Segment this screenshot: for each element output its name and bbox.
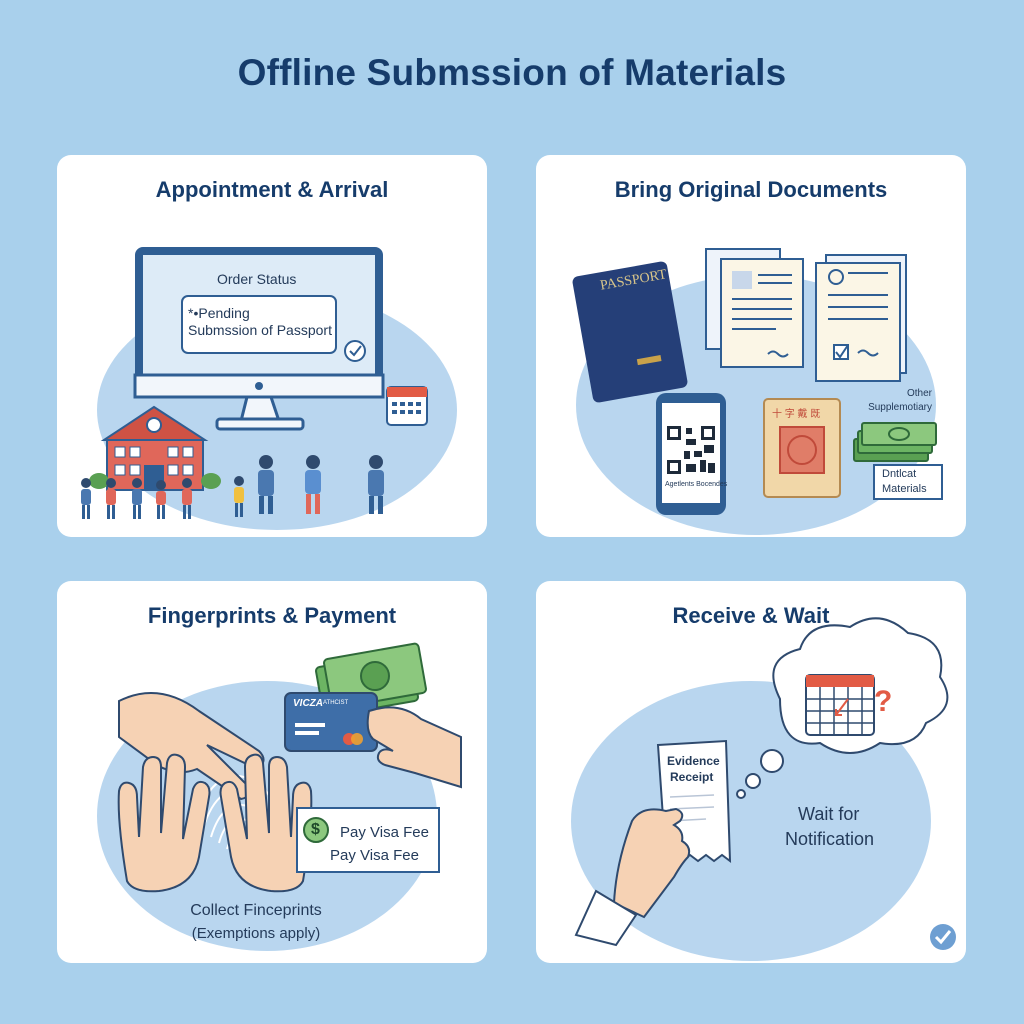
calendar-icon (386, 386, 428, 426)
card-brand: VICZA (293, 698, 323, 709)
panel-receive-wait: Receive & Wait (536, 581, 966, 963)
status-line-passport: Submssion of Passport (188, 322, 332, 338)
fingerprint-caption: Collect Fincеprints (190, 902, 322, 919)
monitor-icon (133, 247, 385, 431)
order-status-heading: Order Status (217, 271, 297, 287)
dollar-icon (303, 817, 329, 843)
fee-line-1: Pay Visa Fee (340, 824, 429, 841)
wait-line-1: Wait for (798, 804, 860, 824)
exemption-caption: (Exemptions apply) (191, 925, 321, 942)
panel-title: Receive & Wait (672, 603, 830, 628)
panel-title: Appointment & Arrival (155, 177, 389, 202)
cash-stack-icon (853, 422, 937, 462)
panel-title: Fingerprints & Payment (147, 603, 397, 628)
status-line-pending: *•Pending (188, 305, 250, 321)
receive-wait-illustration (571, 617, 956, 961)
card-text: ATHCIST (323, 700, 349, 706)
checklist-document-icon (815, 254, 907, 382)
other-supplementary-label: Other Supplemotiary (868, 388, 932, 413)
materials-line-2: Materials (882, 483, 927, 495)
page-title: Offline Submssion of Materials (237, 52, 787, 93)
document-icon (705, 248, 804, 368)
paying-hand-icon (366, 706, 462, 789)
right-hand-icon (219, 753, 313, 893)
calendar-icon (805, 674, 875, 736)
documents-illustration (572, 248, 943, 535)
appointment-illustration (81, 247, 457, 530)
phone-qr-code-icon (656, 393, 726, 515)
queue-people-icon (81, 455, 384, 519)
left-hand-icon (117, 753, 211, 893)
fee-line-2: Pay Visa Fee (330, 847, 419, 864)
stamped-certificate-icon (763, 398, 841, 498)
panel-original-documents: Bring Original Documents (536, 155, 966, 537)
panel-fingerprints-payment: Fingerprints & Payment (57, 581, 487, 963)
panel-appointment-arrival: Appointment & Arrival (57, 155, 487, 537)
panel-title: Bring Original Documents (614, 177, 888, 202)
check-badge-icon (930, 924, 956, 950)
question-mark: ? (874, 685, 893, 718)
credit-card-icon (284, 692, 378, 752)
wait-line-2: Notification (785, 829, 875, 849)
hand-holding-receipt-icon (574, 807, 691, 947)
qr-caption: Agetlents Bocendes (665, 481, 728, 488)
fingerprints-illustration (97, 642, 462, 951)
materials-line-1: Dntlcat (882, 468, 917, 480)
receipt-line-2: Receipt (670, 770, 714, 784)
dollar-sign: $ (311, 821, 320, 838)
check-circle-icon (344, 340, 366, 362)
receipt-line-1: Evidence (667, 754, 720, 768)
passport-icon (572, 261, 688, 403)
certificate-glyphs: 十 字 戴 既 (772, 409, 821, 420)
